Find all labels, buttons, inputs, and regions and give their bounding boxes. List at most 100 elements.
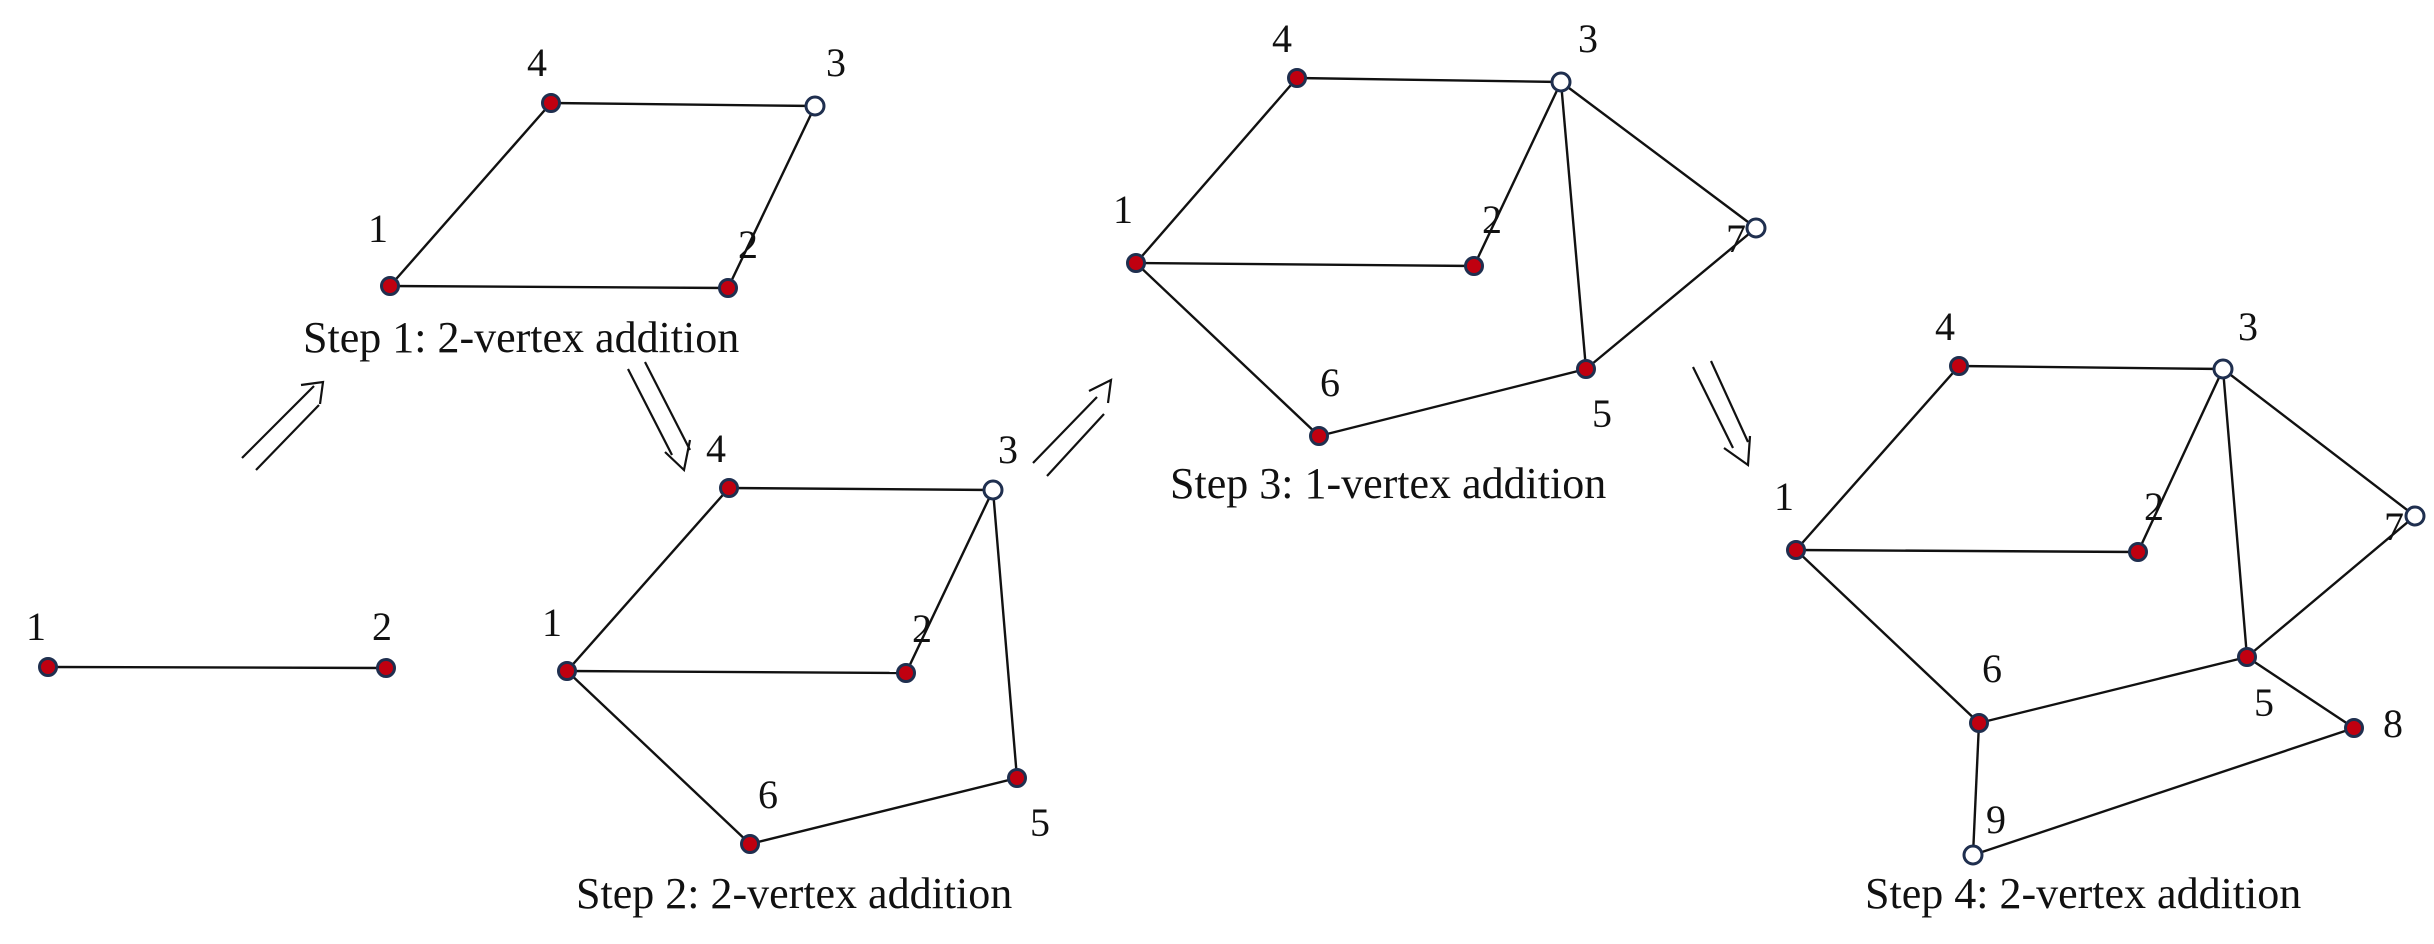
edge-7-5: [1585, 227, 1757, 370]
edge-8-9: [1972, 726, 2355, 857]
edge-1-4: [389, 102, 552, 287]
filled-vertex-4: [1287, 68, 1307, 88]
vertex-label-2: 2: [738, 222, 758, 267]
edge-3-7: [1560, 81, 1757, 229]
edge-1-2: [1795, 548, 2139, 554]
filled-vertex-1: [38, 657, 58, 677]
step-1-graph-edges: [389, 101, 817, 290]
edge-7-5: [2246, 515, 2416, 658]
vertex-label-2: 2: [912, 606, 932, 651]
edge-1-4: [1135, 77, 1298, 264]
arrow-step3-to-step4: [1692, 360, 1752, 468]
filled-vertex-4: [1949, 356, 1969, 376]
vertex-label-3: 3: [826, 40, 846, 85]
vertex-label-1: 1: [542, 600, 562, 645]
arrows: [241, 360, 1752, 477]
edge-3-5: [2221, 368, 2249, 658]
edge-5-8: [2246, 656, 2355, 729]
open-vertex-3: [804, 95, 826, 117]
filled-vertex-2: [2128, 542, 2148, 562]
filled-vertex-6: [1969, 713, 1989, 733]
vertex-label-3: 3: [2238, 304, 2258, 349]
edge-1-4: [1795, 365, 1960, 551]
vertex-label-2: 2: [372, 604, 392, 649]
filled-vertex-1: [1126, 253, 1146, 273]
open-vertex-3: [2212, 358, 2234, 380]
filled-vertex-1: [1786, 540, 1806, 560]
filled-vertex-2: [1464, 256, 1484, 276]
step-2-graph-edges: [566, 486, 1019, 846]
step-2-graph-vertices: 1 2 3 4 5 6: [542, 426, 1050, 854]
edge-1-2: [389, 284, 729, 290]
vertex-label-6: 6: [1982, 646, 2002, 691]
vertex-label-7: 7: [1726, 216, 1746, 261]
edge-3-2: [904, 489, 995, 674]
step-4-caption: Step 4: 2-vertex addition: [1865, 869, 2301, 918]
edge-5-6: [1318, 367, 1587, 438]
vertex-label-5: 5: [2254, 680, 2274, 725]
edge-6-1: [566, 670, 751, 845]
vertex-label-7: 7: [2384, 504, 2404, 549]
edge-6-1: [1795, 549, 1980, 724]
filled-vertex-4: [719, 478, 739, 498]
edge-4-3: [550, 101, 816, 108]
edge-5-6: [1978, 655, 2248, 725]
edge-4-3: [728, 486, 994, 492]
vertex-label-3: 3: [1578, 16, 1598, 61]
open-vertex-3: [1550, 71, 1572, 93]
edge-3-7: [2222, 368, 2416, 517]
step-1-caption: Step 1: 2-vertex addition: [303, 313, 739, 362]
filled-vertex-2: [376, 658, 396, 678]
vertex-label-9: 9: [1986, 797, 2006, 842]
edge-3-2: [2136, 368, 2225, 553]
vertex-label-1: 1: [368, 206, 388, 251]
captions: Step 1: 2-vertex addition Step 2: 2-vert…: [303, 313, 2301, 918]
initial-graph-edges: [47, 665, 387, 670]
filled-vertex-4: [541, 93, 561, 113]
filled-vertex-1: [557, 661, 577, 681]
step-3-graph-edges: [1135, 76, 1757, 438]
arrow-initial-to-step1: [241, 380, 325, 471]
edge-3-5: [991, 489, 1019, 779]
edge-6-1: [1135, 262, 1320, 437]
edge-3-5: [1559, 81, 1588, 370]
step-4-graph-edges: [1795, 364, 2416, 857]
vertex-label-4: 4: [706, 426, 726, 471]
vertex-label-1: 1: [1113, 187, 1133, 232]
open-vertex-9: [1962, 844, 1984, 866]
vertex-label-3: 3: [998, 427, 1018, 472]
vertex-label-5: 5: [1592, 391, 1612, 436]
edge-4-3: [1296, 76, 1562, 84]
step-2-graph: 1 2 3 4 5 6: [542, 426, 1050, 854]
edge-4-3: [1958, 364, 2224, 371]
edge-9-6: [1971, 722, 1981, 856]
edge-3-2: [1472, 81, 1563, 267]
edge-1-4: [566, 487, 730, 672]
open-vertex-3: [982, 479, 1004, 501]
arrow-step1-to-step2: [627, 361, 692, 473]
filled-vertex-2: [896, 663, 916, 683]
filled-vertex-1: [380, 276, 400, 296]
vertex-label-6: 6: [758, 772, 778, 817]
vertex-label-5: 5: [1030, 800, 1050, 845]
filled-vertex-6: [740, 834, 760, 854]
vertex-label-8: 8: [2383, 701, 2403, 746]
vertex-label-2: 2: [2144, 484, 2164, 529]
edge-1-2: [1135, 261, 1475, 268]
step-3-caption: Step 3: 1-vertex addition: [1170, 459, 1606, 508]
filled-vertex-5: [2237, 647, 2257, 667]
vertex-label-6: 6: [1320, 360, 1340, 405]
filled-vertex-5: [1007, 768, 1027, 788]
edge-1-2: [566, 669, 907, 675]
filled-vertex-8: [2344, 718, 2364, 738]
vertex-label-4: 4: [1272, 16, 1292, 61]
filled-vertex-5: [1576, 359, 1596, 379]
edge-1-2: [47, 665, 387, 670]
